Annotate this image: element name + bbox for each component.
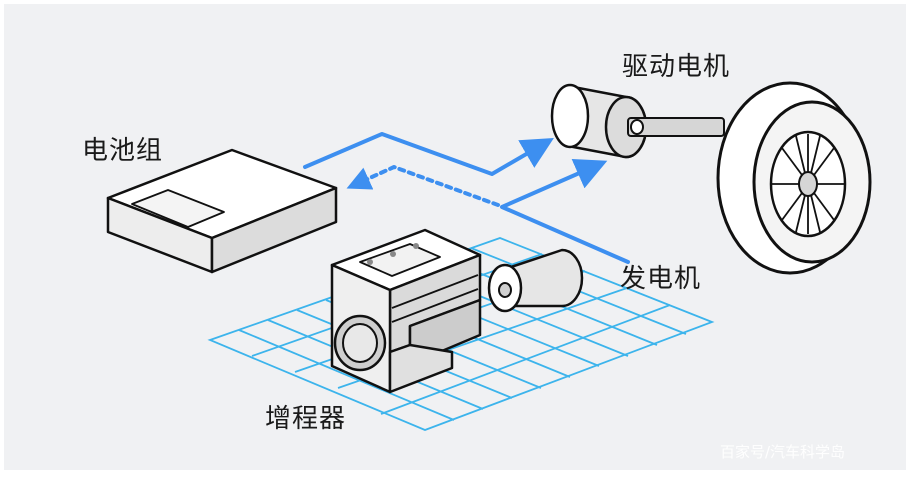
battery-to-motor-flow [303, 132, 554, 176]
generator-icon [487, 248, 584, 313]
power-flow-lines [303, 132, 630, 264]
range-extender-icon [330, 228, 482, 394]
watermark: 百家号/汽车科学岛 [720, 443, 846, 461]
battery-label: 电池组 [82, 136, 164, 166]
generator-to-battery-flow [346, 165, 500, 207]
battery-pack-icon [106, 148, 338, 274]
range-extender-label: 增程器 [265, 404, 347, 434]
generator-to-motor-flow [500, 158, 630, 264]
drive-motor-icon [550, 83, 725, 159]
wheel-icon [716, 81, 872, 275]
drive-motor-label: 驱动电机 [622, 52, 731, 82]
generator-label: 发电机 [620, 264, 702, 294]
